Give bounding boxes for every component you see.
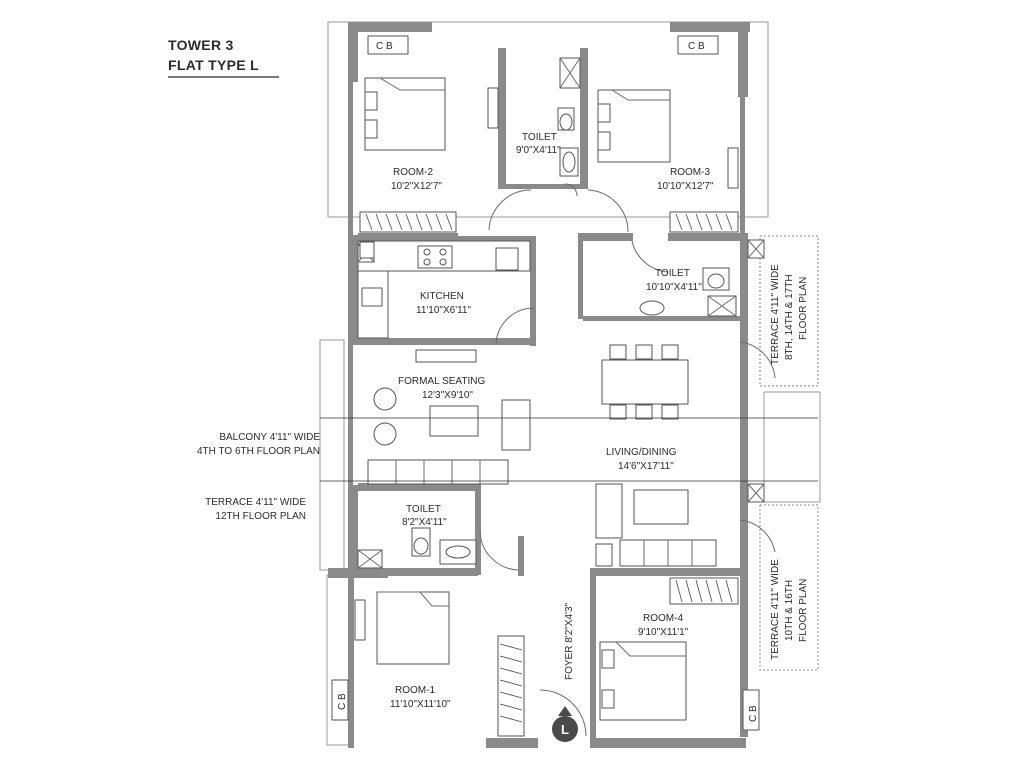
toilet-left-name: TOILET: [406, 504, 441, 515]
cb-top-right-label: C B: [688, 41, 705, 52]
leader-lines: [320, 417, 818, 482]
cb-cabinets: C B C B C B C B: [331, 35, 760, 731]
entrance-marker: L: [552, 706, 578, 742]
living-dining-size: 14'6"X17'11": [618, 461, 674, 472]
cb-bottom-left-label: C B: [337, 693, 348, 710]
room1-size: 11'10"X11'10": [390, 699, 451, 710]
entrance-letter: L: [561, 722, 569, 737]
room4-name: ROOM-4: [643, 613, 683, 624]
balcony-note-line1: BALCONY 4'11" WIDE: [219, 432, 320, 443]
room3-size: 10'10"X12'7": [657, 181, 714, 192]
room2-name: ROOM-2: [393, 167, 433, 178]
terrace-upper-line1: TERRACE 4'11" WIDE: [770, 264, 781, 365]
toilet-right-name: TOILET: [655, 268, 690, 279]
toilet-top-name: TOILET: [522, 132, 557, 143]
left-annotations: BALCONY 4'11" WIDE 4TH TO 6TH FLOOR PLAN…: [197, 432, 320, 522]
toilet-left-size: 8'2"X4'11": [402, 517, 447, 528]
kitchen-size: 11'10"X6'11": [416, 305, 471, 316]
formal-seating-size: 12'3"X9'10": [422, 390, 473, 401]
toilet-right-size: 10'10"X4'11": [646, 282, 702, 293]
room-labels: ROOM-2 10'2"X12'7" TOILET 9'0"X4'11" ROO…: [390, 132, 714, 710]
doors: [479, 183, 776, 737]
room4-size: 9'10"X11'1": [638, 627, 689, 638]
terrace-lower-line3: FLOOR PLAN: [798, 579, 809, 642]
room2-size: 10'2"X12'7": [391, 181, 442, 192]
terrace12-note-line2: 12TH FLOOR PLAN: [215, 511, 306, 522]
flat-type-title: FLAT TYPE L: [168, 57, 259, 73]
living-dining-name: LIVING/DINING: [606, 447, 677, 458]
terrace-upper-line3: FLOOR PLAN: [798, 277, 809, 340]
terrace-lower-line1: TERRACE 4'11" WIDE: [770, 559, 781, 660]
wardrobes: [359, 211, 739, 737]
cb-top-left-label: C B: [376, 41, 393, 52]
terrace-upper-line2: 8TH, 14TH & 17TH: [784, 274, 795, 360]
tower-title: TOWER 3: [168, 37, 234, 53]
cb-bottom-right-label: C B: [748, 705, 759, 722]
foyer-label: FOYER 8'2"X4'3": [564, 602, 575, 680]
terrace12-note-line1: TERRACE 4'11" WIDE: [205, 497, 306, 508]
right-annotations: TERRACE 4'11" WIDE 8TH, 14TH & 17TH FLOO…: [770, 264, 809, 660]
furniture: [354, 57, 765, 641]
walls: [328, 22, 750, 748]
toilet-top-size: 9'0"X4'11": [516, 145, 561, 156]
kitchen-name: KITCHEN: [420, 291, 464, 302]
balcony-note-line2: 4TH TO 6TH FLOOR PLAN: [197, 446, 320, 457]
beds: [364, 77, 687, 721]
formal-seating-name: FORMAL SEATING: [398, 376, 485, 387]
terrace-lower-line2: 10TH & 16TH: [784, 580, 795, 641]
room3-name: ROOM-3: [670, 167, 710, 178]
room1-name: ROOM-1: [395, 685, 435, 696]
